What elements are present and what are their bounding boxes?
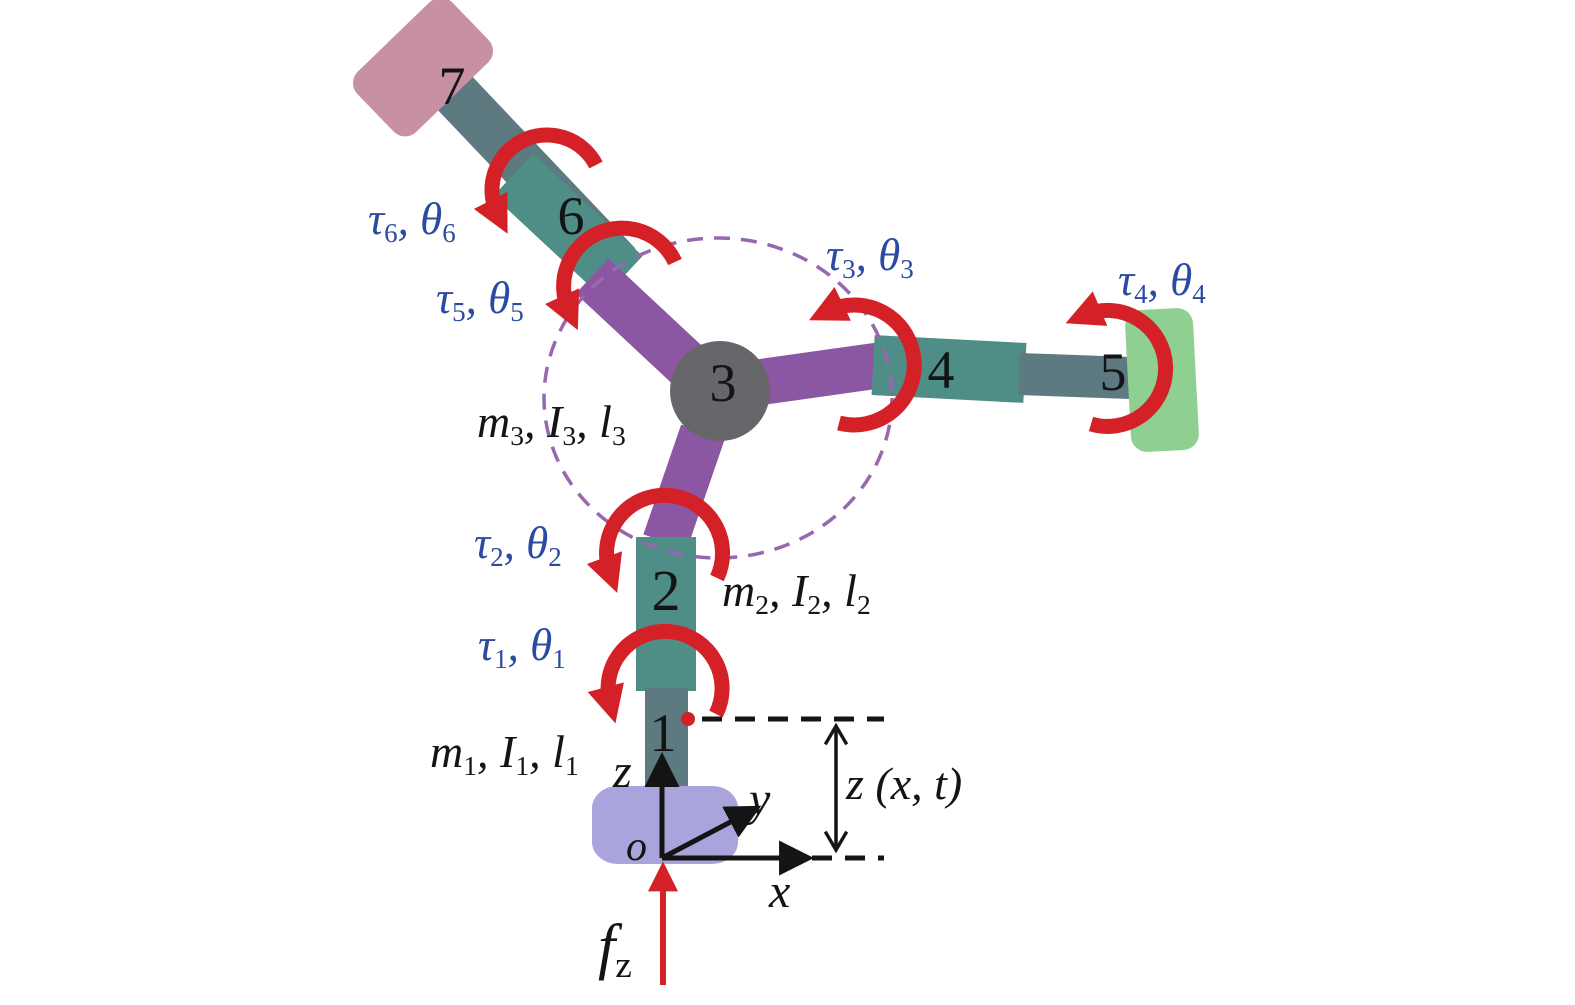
theta-symbol: , θ — [503, 518, 549, 568]
base-cylinder — [592, 786, 738, 864]
tau-symbol: τ — [368, 194, 385, 244]
length-symbol: , l — [576, 396, 612, 447]
mass-symbol: m — [477, 396, 511, 447]
tau-symbol: τ — [478, 620, 495, 670]
inertia-subscript: 3 — [562, 419, 577, 451]
tau-symbol: τ — [474, 518, 491, 568]
theta-subscript: 3 — [900, 253, 914, 284]
theta-subscript: 6 — [442, 217, 456, 248]
y-axis-label: y — [749, 773, 771, 826]
theta-symbol: , θ — [397, 194, 443, 244]
tau-symbol: τ — [436, 273, 453, 323]
mass-subscript: 2 — [755, 588, 770, 620]
rotation-arrow-joint-3 — [809, 286, 922, 433]
length-subscript: 2 — [856, 588, 871, 620]
mass-subscript: 3 — [510, 419, 525, 451]
joint-1-label: τ1, θ1 — [478, 620, 566, 673]
theta-symbol: , θ — [855, 230, 901, 280]
link-2-number: 2 — [651, 558, 681, 623]
theta-symbol: , θ — [1147, 255, 1193, 305]
end-mass-7-block — [352, 0, 494, 137]
x-axis-label: x — [769, 865, 791, 918]
link-5-number: 5 — [1099, 342, 1127, 402]
inertia-symbol: , I — [524, 396, 563, 447]
tau-symbol: τ — [826, 230, 843, 280]
tau-subscript: 5 — [452, 296, 466, 327]
joint-2-label: τ2, θ2 — [474, 518, 562, 571]
hub-3-number: 3 — [709, 353, 737, 413]
tau-subscript: 6 — [384, 217, 398, 248]
mass-subscript: 1 — [463, 749, 478, 781]
rotation-arrow-joint-1 — [587, 623, 730, 724]
z-axis-label: z — [613, 745, 632, 798]
hub-spoke-lower — [643, 424, 725, 550]
link-2-properties-label: m2, I2, l2 — [722, 565, 871, 619]
joint-4-label: τ4, θ4 — [1118, 255, 1206, 308]
theta-subscript: 5 — [510, 296, 524, 327]
joint-3-label: τ3, θ3 — [826, 230, 914, 283]
link-3-properties-label: m3, I3, l3 — [477, 396, 626, 450]
length-symbol: , l — [529, 726, 565, 777]
rotation-arrow-joint-5 — [545, 220, 682, 331]
actuator-2-shape — [636, 537, 696, 691]
z-displacement-label: z (x, t) — [846, 758, 963, 809]
length-subscript: 3 — [611, 419, 626, 451]
tau-subscript: 3 — [842, 253, 856, 284]
force-subscript: z — [615, 945, 632, 987]
origin-label: o — [626, 824, 647, 870]
link-7-number: 7 — [438, 56, 466, 116]
inertia-subscript: 2 — [807, 588, 822, 620]
inertia-symbol: , I — [769, 565, 808, 616]
hub-disc-3 — [670, 341, 770, 441]
rotation-arrow-joint-4 — [1065, 291, 1174, 434]
theta-subscript: 1 — [552, 643, 566, 674]
inertia-subscript: 1 — [515, 749, 530, 781]
rotation-arrow-joint-2 — [586, 487, 731, 593]
tau-subscript: 4 — [1134, 278, 1148, 309]
theta-subscript: 4 — [1192, 278, 1206, 309]
theta-symbol: , θ — [465, 273, 511, 323]
hub-dashed-circle — [542, 236, 894, 560]
tau-symbol: τ — [1118, 255, 1135, 305]
link-5-shape — [1018, 353, 1132, 399]
inertia-symbol: , I — [477, 726, 516, 777]
joint-6-label: τ6, θ6 — [368, 194, 456, 247]
hub-spoke-right — [755, 342, 881, 406]
mass-symbol: m — [430, 726, 464, 777]
force-fz-label: fz — [598, 913, 632, 985]
joint-5-label: τ5, θ5 — [436, 273, 524, 326]
theta-subscript: 2 — [548, 541, 562, 572]
link-1-properties-label: m1, I1, l1 — [430, 726, 579, 780]
y-axis — [660, 805, 762, 861]
theta-symbol: , θ — [507, 620, 553, 670]
link-6-number: 6 — [557, 186, 585, 246]
tau-subscript: 2 — [490, 541, 504, 572]
force-symbol: f — [598, 913, 616, 981]
link-4-number: 4 — [927, 340, 955, 400]
tau-subscript: 1 — [494, 643, 508, 674]
joint-1-reference-dot — [681, 712, 695, 726]
rotation-arrow-joint-6 — [473, 127, 603, 234]
mass-symbol: m — [722, 565, 756, 616]
link-1-number: 1 — [649, 703, 677, 763]
length-subscript: 1 — [564, 749, 579, 781]
length-symbol: , l — [821, 565, 857, 616]
